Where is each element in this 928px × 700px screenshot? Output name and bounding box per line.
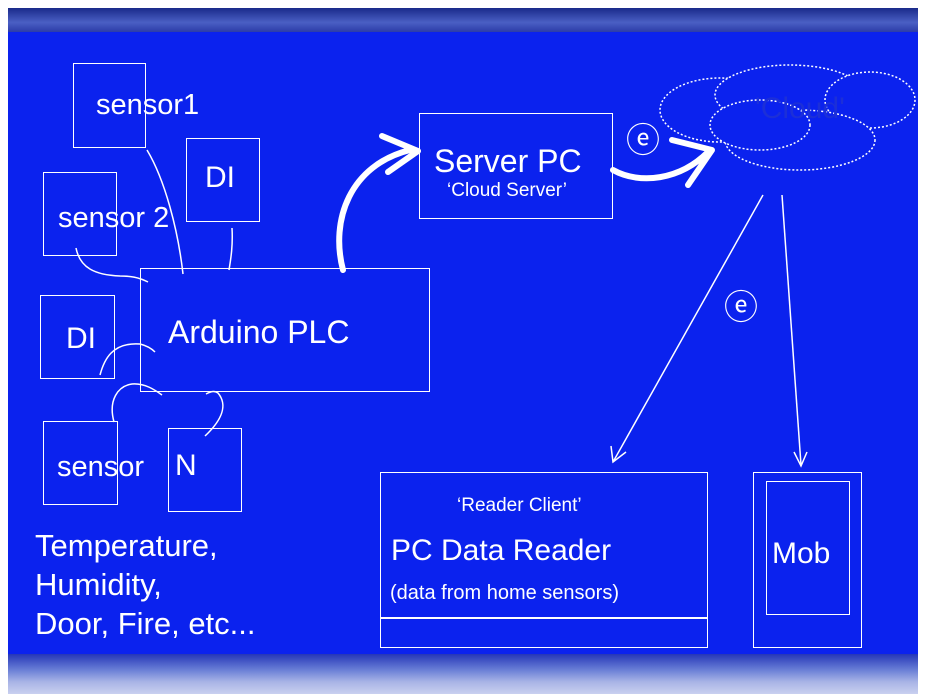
wire-sensor2 [75, 247, 149, 283]
wire-di-top [228, 227, 233, 271]
n-box [168, 428, 242, 512]
wire-di-left [99, 343, 156, 376]
di-top-label: DI [205, 161, 235, 194]
sensorN-label: sensor [57, 451, 145, 483]
sensor1-box [73, 63, 146, 148]
di-top-box [186, 138, 260, 222]
ethernet-icon: ⓔ [626, 122, 660, 160]
arrow-cloud-to-reader [612, 194, 764, 463]
pc-data-reader-base [380, 618, 708, 648]
arrow-cloud-to-mob [781, 194, 802, 466]
arrow-server-to-cloud [610, 149, 711, 182]
arduino-plc-box [140, 268, 430, 392]
server-pc-label: Server PC [434, 143, 582, 179]
pc-data-reader-note: (data from home sensors) [390, 582, 619, 604]
wire-n [204, 390, 224, 437]
pc-data-reader-label: PC Data Reader [391, 534, 612, 567]
mob-outer-box [753, 472, 862, 648]
arrow-arduino-to-server [336, 147, 413, 273]
caption-line-1: Temperature, [35, 528, 218, 563]
cloud-shape [659, 64, 916, 171]
reader-client-label: ‘Reader Client’ [457, 495, 582, 516]
arrowhead-reader [610, 445, 627, 464]
mob-label: Mob [772, 537, 831, 570]
sensor1-label: sensor1 [96, 89, 200, 121]
pc-data-reader-box [380, 472, 708, 618]
arrowhead-mob [793, 451, 808, 468]
di-left-label: DI [66, 322, 96, 355]
arduino-plc-label: Arduino PLC [168, 314, 350, 350]
arrowhead-cloud [669, 137, 715, 188]
n-label: N [175, 449, 197, 482]
top-band [8, 8, 918, 32]
wire-sensor1 [146, 149, 184, 275]
cloud-label: 'Cloud' [755, 92, 845, 125]
caption-line-3: Door, Fire, etc... [35, 606, 256, 641]
arrowhead-server [379, 133, 421, 175]
sensor2-box [43, 172, 117, 256]
sensor2-label: sensor 2 [58, 202, 170, 234]
mob-inner-box [766, 481, 850, 615]
di-left-box [40, 295, 115, 379]
server-pc-box [419, 113, 613, 219]
ethernet-icon: ⓔ [724, 289, 758, 327]
caption-line-2: Humidity, [35, 567, 162, 602]
sensorN-box [43, 421, 118, 505]
wire-sensorN [111, 383, 163, 423]
cloud-server-label: ‘Cloud Server’ [447, 180, 568, 201]
bottom-band [8, 654, 918, 694]
